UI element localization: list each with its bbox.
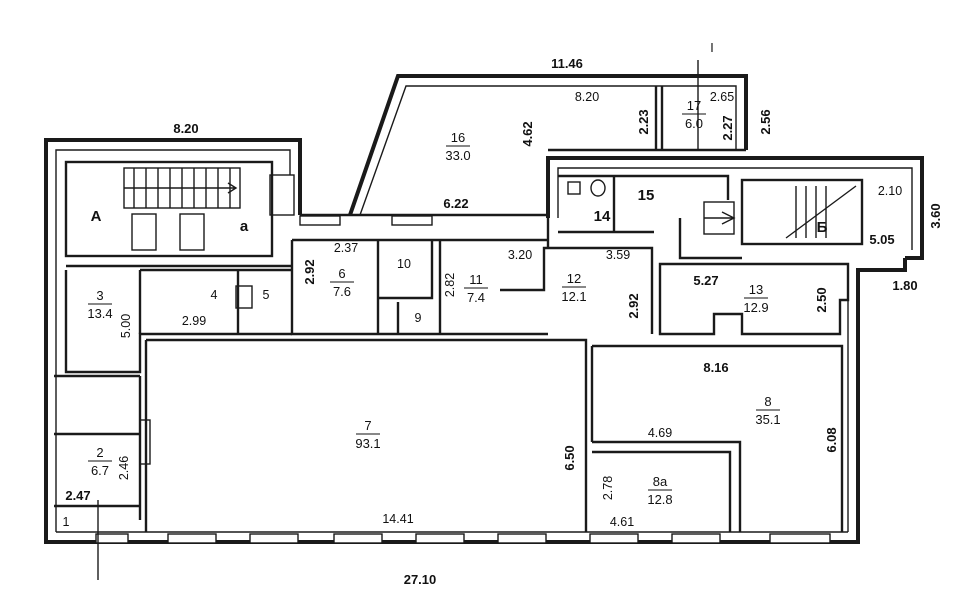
room-number: 8 <box>764 394 771 409</box>
room-area: 6.0 <box>685 116 703 131</box>
label-section-mark: I <box>710 41 713 55</box>
plain-labels: A a Б 1 4 5 9 10 14 15 I <box>63 41 828 529</box>
dim-r8-w: 8.16 <box>703 360 728 375</box>
room-label-12: 12 12.1 <box>561 271 586 304</box>
room-number: 7 <box>364 418 371 433</box>
dim-top-left-width: 8.20 <box>173 121 198 136</box>
room-label-17: 176.0 <box>682 98 706 131</box>
room-label-6: 67.6 <box>330 266 354 299</box>
dim-r1-w: 2.47 <box>65 488 90 503</box>
dim-r11-h: 2.82 <box>443 273 457 297</box>
dim-r16-side: 4.62 <box>520 121 535 146</box>
dim-r13-w: 5.27 <box>693 273 718 288</box>
room-label-8a: 8a 12.8 <box>647 474 672 507</box>
room-number: 12 <box>567 271 581 286</box>
dim-r13-h: 2.50 <box>814 287 829 312</box>
outer-walls <box>44 74 924 544</box>
label-room-14: 14 <box>594 208 611 225</box>
label-room-15: 15 <box>638 187 655 204</box>
dim-r12-w: 3.59 <box>606 248 630 262</box>
room-area: 33.0 <box>445 148 470 163</box>
stair-b-treads <box>703 185 857 239</box>
room-area: 6.7 <box>91 463 109 478</box>
room-number: 3 <box>96 288 103 303</box>
section-mark-lines <box>97 60 699 580</box>
dim-r8a-top: 4.69 <box>648 426 672 440</box>
dim-stairb-w: 5.05 <box>869 232 894 247</box>
dim-r7-w: 14.41 <box>382 512 413 526</box>
dim-r7-h: 6.50 <box>562 445 577 470</box>
dim-total-width: 27.10 <box>404 572 437 587</box>
room-number: 13 <box>749 282 763 297</box>
dim-top-right-width: 11.46 <box>551 56 583 71</box>
stair-a-treads <box>123 167 241 251</box>
room-area: 7.4 <box>467 290 485 305</box>
dim-r8a-bottom: 4.61 <box>610 515 634 529</box>
dim-r17-top: 2.65 <box>710 90 734 104</box>
dim-r17-outer: 2.56 <box>758 109 773 134</box>
dim-r4-w: 2.99 <box>182 314 206 328</box>
label-stair-b: Б <box>817 219 828 236</box>
room-number: 11 <box>469 272 483 287</box>
room-label-8: 835.1 <box>755 394 780 427</box>
dim-r8-h: 6.08 <box>824 427 839 452</box>
room-label-13: 13 12.9 <box>743 282 768 315</box>
label-stair-a-upper: A <box>91 208 102 225</box>
label-room-1: 1 <box>63 515 70 529</box>
room-area: 35.1 <box>755 412 780 427</box>
room-number: 2 <box>96 445 103 460</box>
dim-r17-side-left: 2.23 <box>636 109 651 134</box>
label-room-10: 10 <box>397 257 411 271</box>
dimension-labels: 8.20 11.46 8.20 4.62 6.22 2.65 2.23 2.27… <box>65 56 943 587</box>
dim-r8a-h: 2.78 <box>601 476 615 500</box>
dim-r16-inner-width: 8.20 <box>575 90 599 104</box>
label-room-5: 5 <box>263 288 270 302</box>
room-label-3: 313.4 <box>87 288 112 321</box>
room-number: 16 <box>451 130 465 145</box>
label-stair-a-lower: a <box>240 218 249 235</box>
room-area: 13.4 <box>87 306 112 321</box>
room-label-2: 26.7 <box>88 445 112 478</box>
room-label-11: 117.4 <box>464 272 488 305</box>
room-area: 93.1 <box>355 436 380 451</box>
label-room-4: 4 <box>211 288 218 302</box>
dim-stairb-h1: 2.10 <box>878 184 902 198</box>
dim-stairb-outer: 3.60 <box>928 203 943 228</box>
dim-r2-h: 2.46 <box>117 456 131 480</box>
room-area: 12.1 <box>561 289 586 304</box>
dim-r16-bottom: 6.22 <box>443 196 468 211</box>
room-label-16: 16 33.0 <box>445 130 470 163</box>
dim-r3-h: 5.00 <box>119 314 133 338</box>
room-label-7: 793.1 <box>355 418 380 451</box>
label-room-9: 9 <box>415 311 422 325</box>
dim-r6-h: 2.92 <box>302 259 317 284</box>
bottom-windows <box>95 174 831 544</box>
dim-r6-w: 2.37 <box>334 241 358 255</box>
dim-r17-side-right: 2.27 <box>720 115 735 140</box>
wc-fixtures <box>235 179 606 309</box>
room-number: 6 <box>338 266 345 281</box>
interior-walls <box>54 86 864 532</box>
room-area: 7.6 <box>333 284 351 299</box>
dim-r11-w: 3.20 <box>508 248 532 262</box>
room-number: 17 <box>687 98 701 113</box>
dim-east-step: 1.80 <box>892 278 917 293</box>
room-area: 12.9 <box>743 300 768 315</box>
dim-r12-h: 2.92 <box>626 293 641 318</box>
room-number: 8a <box>653 474 668 489</box>
room-area: 12.8 <box>647 492 672 507</box>
